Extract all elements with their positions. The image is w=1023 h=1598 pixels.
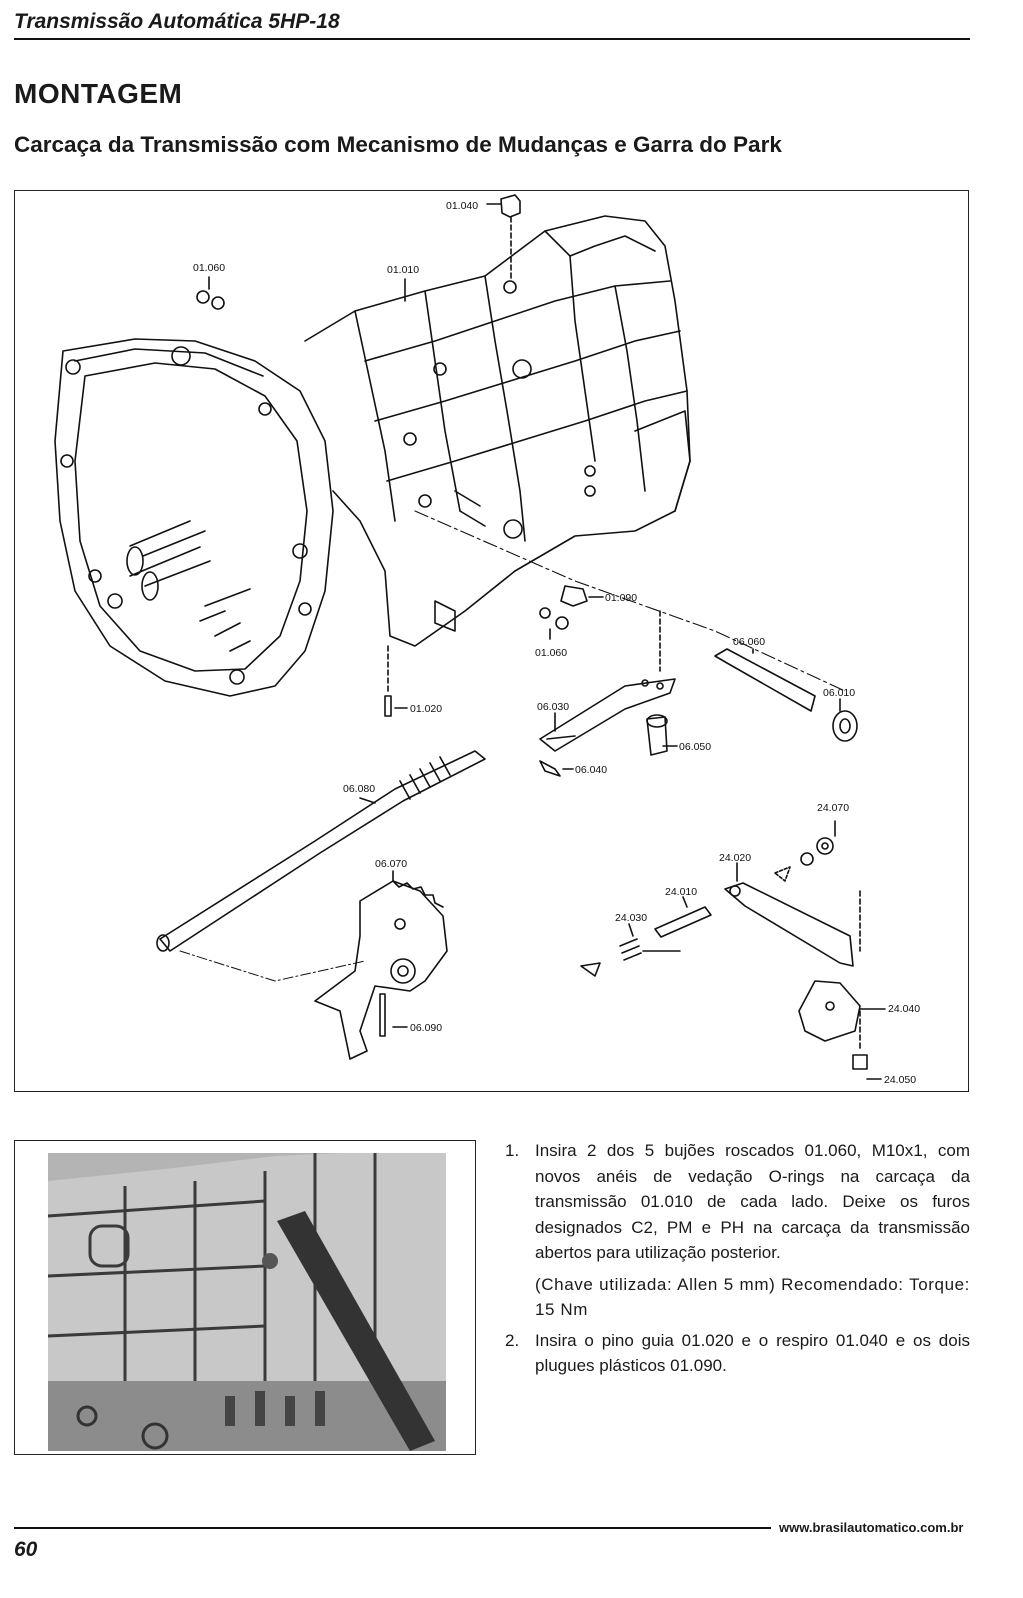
footer-rule <box>14 1527 771 1529</box>
callout-06060: 06.060 <box>733 636 765 648</box>
footer-url: www.brasilautomatico.com.br <box>779 1520 964 1535</box>
assembly-instructions: 1. Insira 2 dos 5 bujões roscados 01.060… <box>505 1138 970 1379</box>
callout-01020: 01.020 <box>410 703 442 715</box>
instruction-step-2: 2. Insira o pino guia 01.020 e o respiro… <box>505 1328 970 1379</box>
photo-illustration <box>47 1153 446 1451</box>
callout-24030: 24.030 <box>615 912 647 924</box>
transmission-exploded-drawing: 01.040 01.060 01.010 01.090 01.060 06.06… <box>54 194 920 1086</box>
seal-ring-06010 <box>832 710 858 742</box>
callout-24050: 24.050 <box>884 1074 916 1086</box>
exploded-view-diagram: 01.040 01.060 01.010 01.090 01.060 06.06… <box>14 190 969 1092</box>
subsection-title: Carcaça da Transmissão com Mecanismo de … <box>14 132 782 157</box>
page-number: 60 <box>14 1538 38 1561</box>
assembly-photo <box>14 1140 476 1455</box>
callout-06090: 06.090 <box>410 1022 442 1034</box>
selector-rod-06080 <box>159 750 486 952</box>
callout-01010: 01.010 <box>387 264 419 276</box>
park-lever-24020 <box>724 882 854 967</box>
header-rule <box>14 38 970 40</box>
guide-24040 <box>798 980 861 1042</box>
callout-24020: 24.020 <box>719 852 751 864</box>
callout-06070: 06.070 <box>375 858 407 870</box>
step-1-torque-note: (Chave utilizada: Allen 5 mm) Recomendad… <box>535 1274 970 1320</box>
breather-01040 <box>500 194 521 218</box>
step-2-text: Insira o pino guia 01.020 e o respiro 01… <box>535 1330 970 1376</box>
callout-06050: 06.050 <box>679 741 711 753</box>
pin-06090 <box>379 993 386 1037</box>
running-header-title: Transmissão Automática 5HP-18 <box>14 10 340 33</box>
step-1-text: Insira 2 dos 5 bujões roscados 01.060, M… <box>535 1141 970 1262</box>
instruction-step-1: 1. Insira 2 dos 5 bujões roscados 01.060… <box>505 1138 970 1266</box>
pin-24010 <box>654 906 712 938</box>
guide-pin-01020 <box>384 695 392 717</box>
callout-06040: 06.040 <box>575 764 607 776</box>
detent-spring-06030 <box>539 678 676 752</box>
shift-rod-photo <box>277 1211 435 1451</box>
callout-24040: 24.040 <box>888 1003 920 1015</box>
callout-24010: 24.010 <box>665 886 697 898</box>
callout-06030: 06.030 <box>537 701 569 713</box>
section-title: MONTAGEM <box>14 78 183 109</box>
callout-06010: 06.010 <box>823 687 855 699</box>
spring-24030 <box>619 938 642 961</box>
callout-01060-top: 01.060 <box>193 262 225 274</box>
transmission-case-outline <box>304 215 691 647</box>
bell-housing-outline <box>54 338 334 697</box>
step-1-number: 1. <box>505 1141 520 1160</box>
bolt-24050 <box>852 1054 868 1070</box>
callout-24070: 24.070 <box>817 802 849 814</box>
detent-plate-06070 <box>314 880 448 1060</box>
shift-shaft-06060 <box>714 648 816 712</box>
step-2-number: 2. <box>505 1330 520 1350</box>
callout-01090: 01.090 <box>605 592 637 604</box>
callout-06080: 06.080 <box>343 783 375 795</box>
callout-01060-bottom: 01.060 <box>535 647 567 659</box>
callout-01040: 01.040 <box>446 200 478 212</box>
plastic-plug-01090 <box>560 585 588 607</box>
